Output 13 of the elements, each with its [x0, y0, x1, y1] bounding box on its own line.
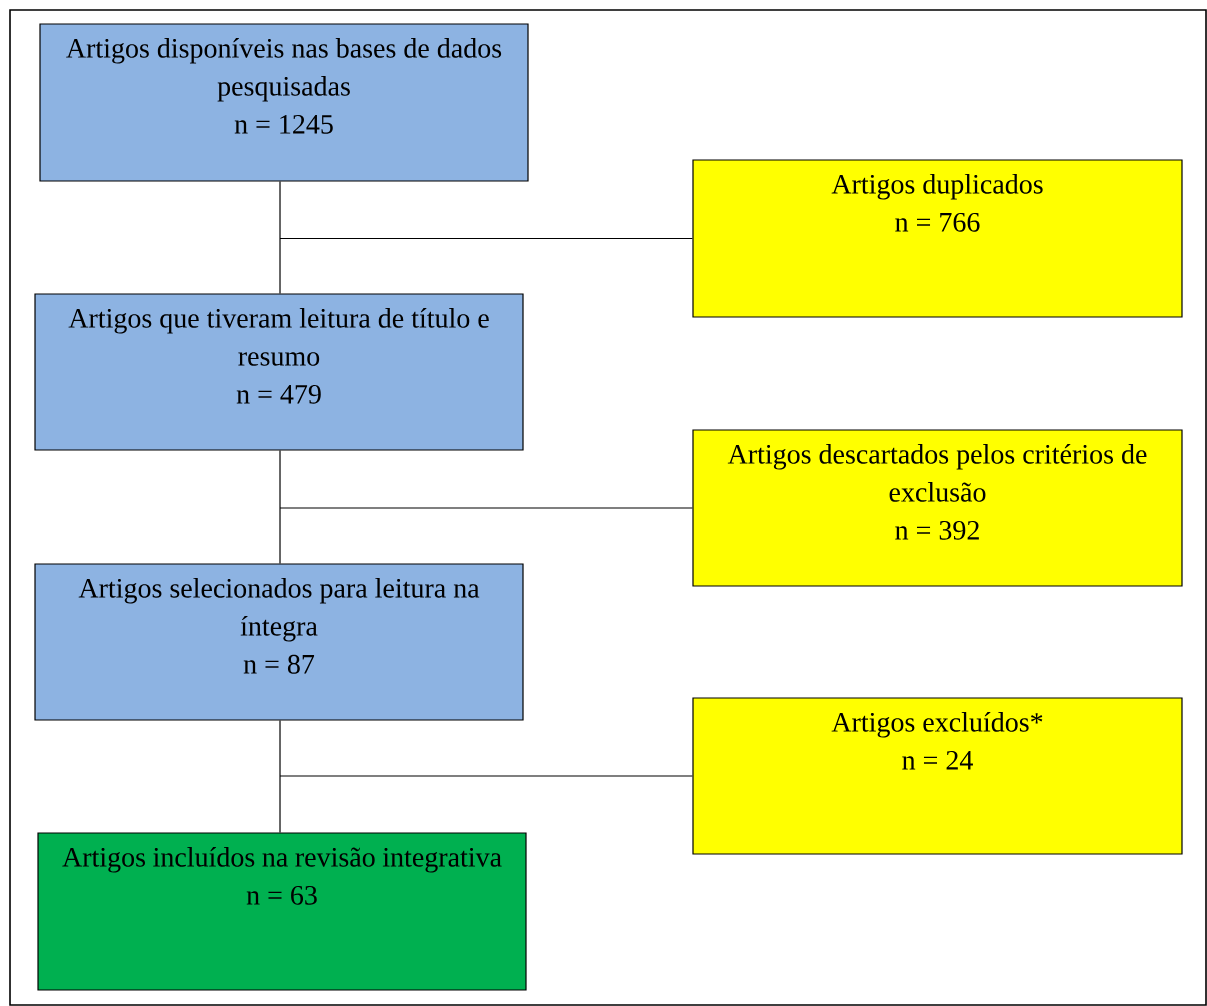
result-box: Artigos incluídos na revisão integrativa n = 63 [37, 832, 527, 991]
step-box: Artigos selecionados para leitura na íntegra n = 87 [34, 563, 524, 721]
connector-line [279, 720, 281, 833]
branch-line [279, 775, 693, 777]
exclusion-box: Artigos duplicados n = 766 [692, 159, 1183, 318]
branch-line [279, 237, 693, 240]
connector-line [279, 181, 281, 294]
branch-line [279, 507, 693, 509]
step-box: Artigos que tiveram leitura de título e resumo n = 479 [34, 293, 524, 451]
exclusion-box: Artigos excluídos* n = 24 [692, 697, 1183, 855]
step-box: Artigos disponíveis nas bases de dados pesquisadas n = 1245 [39, 23, 529, 182]
connector-line [279, 450, 281, 564]
exclusion-box: Artigos descartados pelos critérios de exclusão n = 392 [692, 429, 1183, 587]
